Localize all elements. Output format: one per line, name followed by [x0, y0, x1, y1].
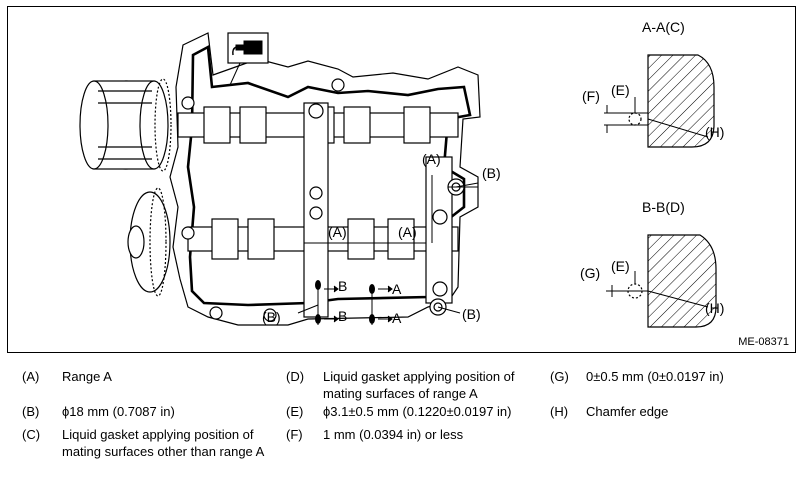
label-b-right: (B) [482, 165, 501, 181]
label-b-lower-left: (B) [262, 309, 281, 325]
label-a-center: (A) [328, 224, 347, 240]
section-mark-a-top: A [392, 281, 402, 297]
section-mark-b-top: B [338, 278, 348, 294]
exhaust-sprocket [127, 187, 171, 297]
section-aa-title: A-A(C) [642, 19, 685, 35]
cylinder-head-drawing [79, 32, 481, 326]
section-bb-drawing [606, 234, 717, 328]
side-cap [425, 156, 453, 304]
label-h-aa: (H) [705, 124, 725, 140]
gasket-bead [186, 44, 472, 307]
label-h-bb: (H) [705, 300, 725, 316]
section-mark-a-bottom: A [392, 310, 402, 326]
liquid-gasket-icon [227, 32, 269, 86]
figure-id: ME-08371 [738, 336, 789, 348]
section-aa-drawing [604, 54, 715, 148]
section-mark-b-bottom: B [338, 308, 348, 324]
engine-diagram: (A) (B) (A) (A) B B A A (B) (B) A-A(C) (… [7, 6, 796, 353]
section-bb-title: B-B(D) [642, 199, 685, 215]
label-a-upper: (A) [422, 151, 441, 167]
label-b-lower-right: (B) [462, 306, 481, 322]
intake-sprocket [79, 78, 172, 172]
label-a-right: (A) [398, 224, 417, 240]
legend: (A) Range A (B) ϕ18 mm (0.7087 in) (C) L… [22, 369, 724, 459]
diagram-drawing [79, 32, 717, 328]
label-e-aa: (E) [611, 82, 630, 98]
label-g: (G) [580, 265, 601, 281]
label-f: (F) [582, 88, 600, 104]
section-marks [315, 280, 375, 324]
label-e-bb: (E) [611, 258, 630, 274]
